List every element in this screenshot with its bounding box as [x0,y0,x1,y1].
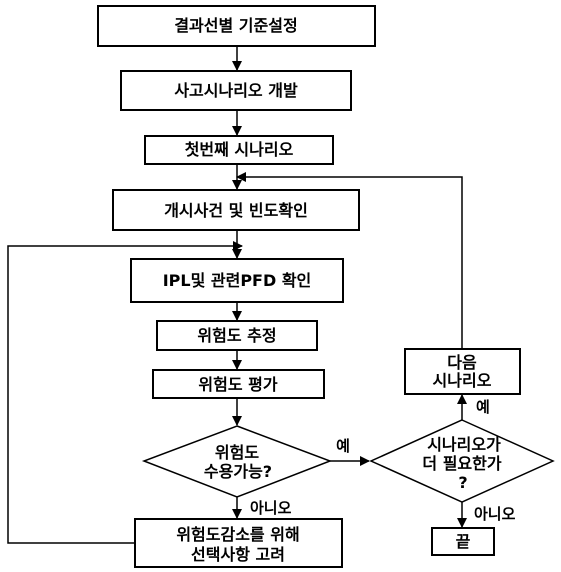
node-evaluate-risk: 위험도 평가 [152,369,325,399]
edges [7,46,467,544]
node-first-scenario: 첫번째 시나리오 [144,135,334,165]
edge-label-more-yes: 예 [476,398,490,416]
node-risk-acceptable-label-line2: 수용가능? [204,462,272,481]
node-next-scenario: 다음 시나리오 [404,348,521,395]
node-develop-scenarios-label: 사고시나리오 개발 [174,81,298,100]
node-initiating-event: 개시사건 및 빈도확인 [112,189,360,231]
node-estimate-risk-label: 위험도 추정 [197,326,276,345]
node-end: 끝 [431,527,495,556]
edge-label-acceptable-no: 아니오 [250,499,292,517]
node-more-scenarios: 시나리오가 더 필요한가 ? [369,419,555,503]
node-more-scenarios-label-line1: 시나리오가 [427,435,501,454]
node-consider-options-label-line2: 선택사항 고려 [191,545,285,564]
node-more-scenarios-label-line2: 더 필요한가 [422,454,501,473]
node-consider-options: 위험도감소를 위해 선택사항 고려 [134,518,343,568]
node-initiating-event-label: 개시사건 및 빈도확인 [164,201,308,220]
node-set-criteria: 결과선별 기준설정 [97,5,376,47]
edge-label-more-no: 아니오 [474,505,516,523]
node-next-scenario-label-line2: 시나리오 [433,371,492,390]
node-estimate-risk: 위험도 추정 [156,320,318,351]
node-more-scenarios-label-line3: ? [458,473,467,492]
node-set-criteria-label: 결과선별 기준설정 [174,16,297,35]
edge-options-loop-back [7,241,243,544]
edge-label-acceptable-yes: 예 [336,437,350,455]
node-next-scenario-label-line1: 다음 [447,353,477,372]
node-first-scenario-label: 첫번째 시나리오 [185,140,294,159]
node-evaluate-risk-label: 위험도 평가 [198,375,277,394]
node-end-label: 끝 [456,532,471,551]
node-risk-acceptable: 위험도 수용가능? [141,425,333,498]
node-ipl-pfd: IPL및 관련PFD 확인 [130,258,344,303]
node-consider-options-label-line1: 위험도감소를 위해 [176,525,299,544]
node-risk-acceptable-label-line1: 위험도 [215,443,259,462]
node-develop-scenarios: 사고시나리오 개발 [120,70,352,111]
node-ipl-pfd-label: IPL및 관련PFD 확인 [163,271,312,290]
edge-next-loop-back [236,172,463,348]
